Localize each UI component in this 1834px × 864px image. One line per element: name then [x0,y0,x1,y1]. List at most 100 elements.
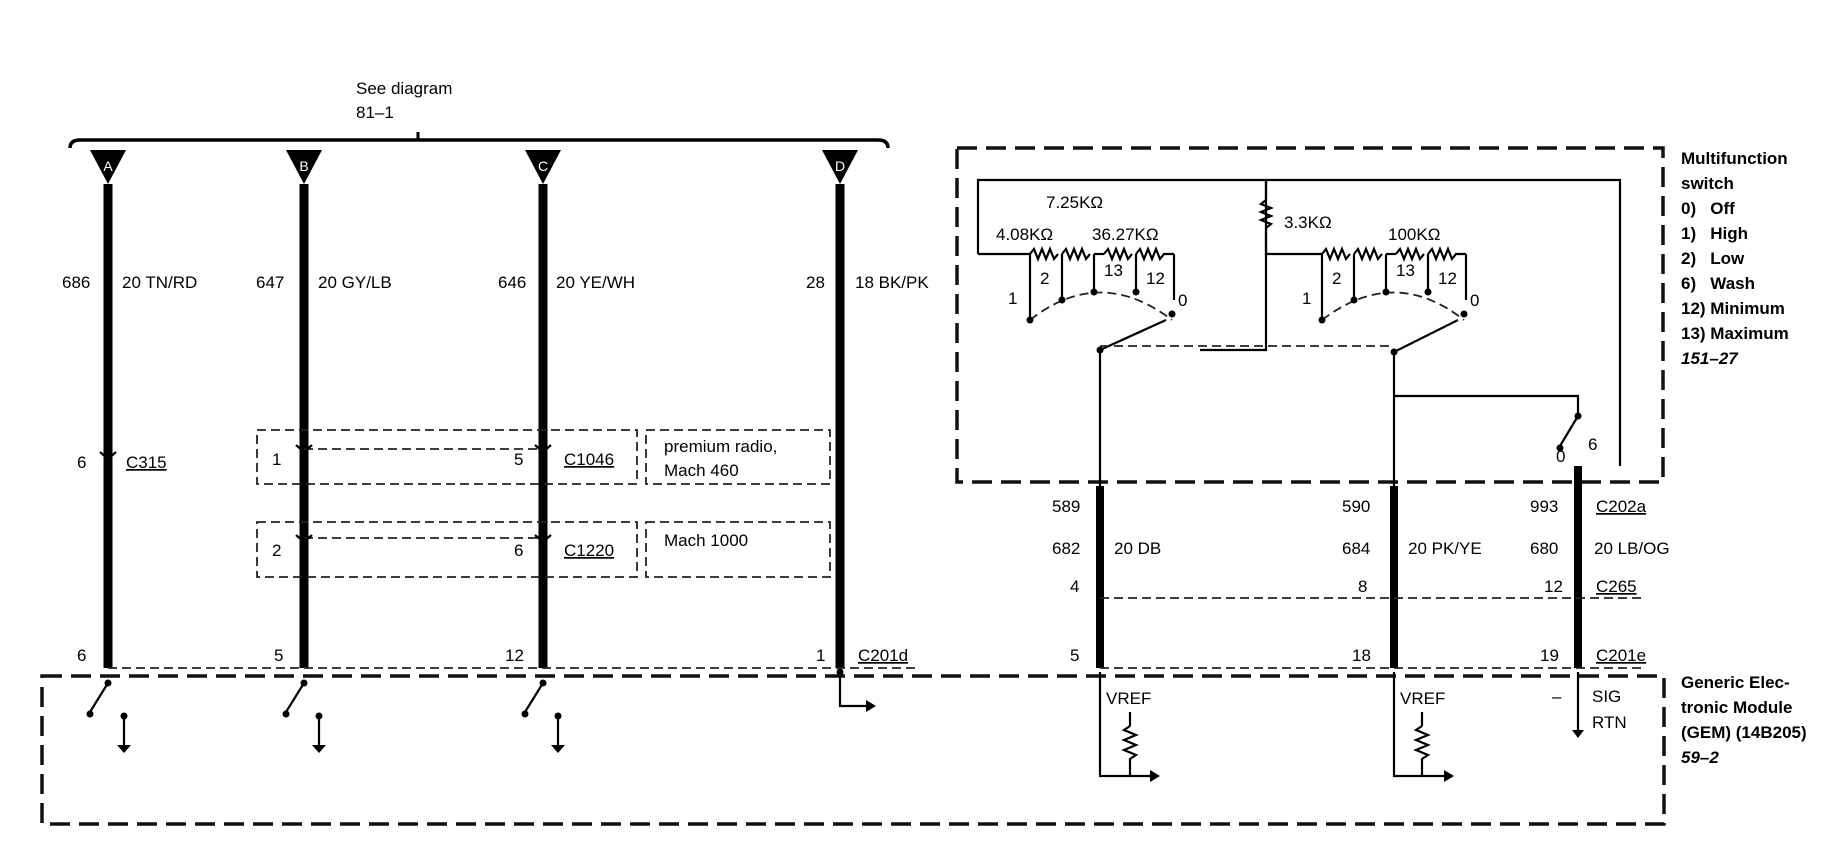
wire-color-28: 18 BK/PK [855,273,929,292]
gem-title-2: tronic Module [1681,698,1792,717]
circuit-680: 680 [1530,539,1558,558]
wire-color-646: 20 YE/WH [556,273,635,292]
c315-pin: 6 [77,453,86,472]
c1046-note-line2: Mach 460 [664,461,739,480]
c202a-label: C202a [1596,497,1647,516]
gem-module-box [40,674,1666,826]
wire-color-684: 20 PK/YE [1408,539,1482,558]
c315-label: C315 [126,453,167,472]
mfs-item-maximum: 13) Maximum [1681,324,1789,343]
c201d-pin-647: 5 [274,646,283,665]
switch-right-pos-2: 2 [1332,269,1341,288]
c1220-pin-646: 6 [514,541,523,560]
resistor-725k: 7.25KΩ [1046,193,1103,212]
c265-pin-680: 12 [1544,577,1563,596]
c201d-pin-28: 1 [816,646,825,665]
c1220-note-box [645,521,831,578]
switch-left-pos-12: 12 [1146,269,1165,288]
gem-title-3: (GEM) (14B205) [1681,723,1807,742]
bus-terminal-c: C [525,150,561,184]
bus-bracket [68,132,890,149]
switch-right-pos-1: 1 [1302,289,1311,308]
gem-input-switch-646 [521,679,565,753]
mfs-item-low: 2) Low [1681,249,1745,268]
mfs-ref: 151–27 [1681,349,1739,368]
bus-terminal-a: A [90,150,126,184]
resistor-3627k: 36.27KΩ [1092,225,1159,244]
wire-color-680: 20 LB/OG [1594,539,1670,558]
circuit-684: 684 [1342,539,1370,558]
c1046-note-line1: premium radio, [664,437,777,456]
svg-text:A: A [103,158,113,174]
c201d-label: C201d [858,646,908,665]
c201d-pin-646: 12 [505,646,524,665]
c265-pin-684: 8 [1358,577,1367,596]
circuit-682: 682 [1052,539,1080,558]
c201d-pin-686: 6 [77,646,86,665]
mfs-title-1: Multifunction [1681,149,1788,168]
bus-terminal-d: D [822,150,858,184]
c201e-label: C201e [1596,646,1646,665]
c265-label: C265 [1596,577,1637,596]
switch-left-pos-2: 2 [1040,269,1049,288]
wire-color-647: 20 GY/LB [318,273,392,292]
rtn-label: RTN [1592,713,1627,732]
c202a-pin-589: 589 [1052,497,1080,516]
sig-label: SIG [1592,687,1621,706]
see-diagram-label: See diagram [356,79,452,98]
c201e-pin-684: 18 [1352,646,1371,665]
wire-color-682: 20 DB [1114,539,1161,558]
c202a-pin-993: 993 [1530,497,1558,516]
circuit-28: 28 [806,273,825,292]
c202a-pin-590: 590 [1342,497,1370,516]
svg-text:C: C [538,158,548,174]
gem-ground-28 [836,668,876,712]
c201e-pin-680: 19 [1540,646,1559,665]
resistor-33k: 3.3KΩ [1284,213,1332,232]
c1046-pin-646: 5 [514,450,523,469]
minus-label: – [1552,687,1562,706]
multifunction-switch-box [955,146,1665,484]
svg-text:B: B [299,158,308,174]
c1046-note-box [645,429,831,485]
see-diagram-ref: 81–1 [356,103,394,122]
wash-switch-pos-6: 6 [1588,435,1597,454]
resistor-100k: 100KΩ [1388,225,1440,244]
bus-terminal-b: B [286,150,322,184]
c265-pin-682: 4 [1070,577,1079,596]
gem-input-switch-686 [86,679,131,753]
wire-color-686: 20 TN/RD [122,273,197,292]
c1220-note: Mach 1000 [664,531,748,550]
gem-vref-684 [1392,672,1454,782]
vref-label-682: VREF [1106,689,1151,708]
c1046-pin-647: 1 [272,450,281,469]
gem-signal-680 [1572,672,1584,738]
mfs-title-2: switch [1681,174,1734,193]
switch-left-pos-0: 0 [1178,291,1187,310]
resistor-408k: 4.08KΩ [996,225,1053,244]
c1220-pin-647: 2 [272,541,281,560]
resistor-network-right [1258,178,1622,486]
c315-connector-mark [99,451,117,461]
c1220-label: C1220 [564,541,614,560]
c1046-box [256,429,638,485]
mfs-item-wash: 6) Wash [1681,274,1755,293]
switch-right-pos-12: 12 [1438,269,1457,288]
gem-title-1: Generic Elec- [1681,673,1790,692]
circuit-686: 686 [62,273,90,292]
mfs-item-off: 0) Off [1681,199,1735,218]
gem-ref: 59–2 [1681,748,1719,767]
svg-text:D: D [835,158,845,174]
c201e-pin-682: 5 [1070,646,1079,665]
gem-input-switch-647 [282,679,326,753]
switch-right-pos-13: 13 [1396,261,1415,280]
c1220-box [256,521,638,578]
gem-vref-682 [1098,672,1160,782]
wash-switch-pos-0: 0 [1556,447,1565,466]
circuit-647: 647 [256,273,284,292]
vref-label-684: VREF [1400,689,1445,708]
mfs-item-minimum: 12) Minimum [1681,299,1785,318]
switch-left-pos-1: 1 [1008,289,1017,308]
switch-left-pos-13: 13 [1104,261,1123,280]
